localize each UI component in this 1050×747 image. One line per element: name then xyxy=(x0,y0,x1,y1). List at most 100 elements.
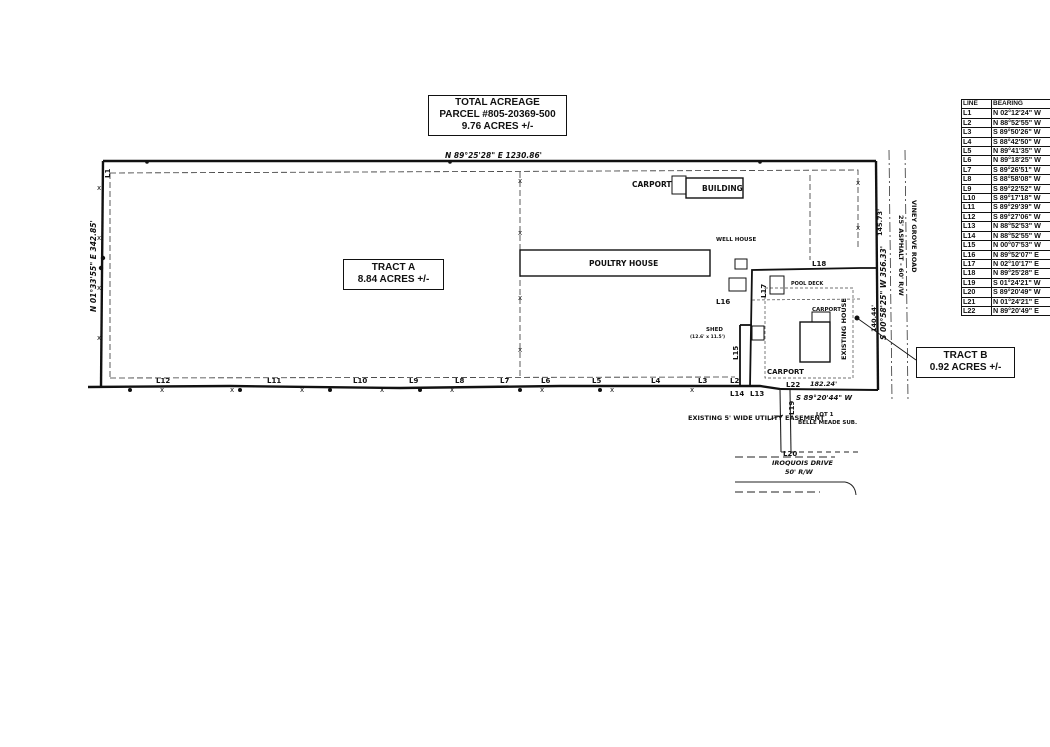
carport-bottom-label: CARPORT xyxy=(767,368,804,376)
svg-text:x: x xyxy=(230,386,234,394)
svg-text:x: x xyxy=(518,346,522,354)
south-boundary-line xyxy=(87,384,781,391)
shed-small xyxy=(751,325,765,341)
pool-deck-label: POOL DECK xyxy=(791,281,824,287)
lot-label: LOT 1 xyxy=(816,412,834,418)
svg-text:x: x xyxy=(97,284,101,292)
line-id-cell: L19 xyxy=(961,277,992,289)
bearing-cell: S 89°29'39" W xyxy=(991,202,1050,213)
line-label-l1: L1 xyxy=(104,169,112,178)
bearing-cell: N 89°20'49" E xyxy=(991,305,1050,317)
pool-structure xyxy=(769,275,785,295)
west-boundary-line xyxy=(99,160,105,388)
tract-a-acres: 8.84 ACRES +/- xyxy=(357,274,430,285)
north-line-label: N 89°25'28" E 1230.86' xyxy=(445,151,542,160)
poultry-house-label: POULTRY HOUSE xyxy=(589,259,658,268)
bearing-cell: N 88°52'55" W xyxy=(991,230,1050,242)
tract-b-interior xyxy=(751,287,861,379)
line-label-l17: L17 xyxy=(760,284,768,298)
easement-label: EXISTING 5' WIDE UTILITY EASEMENT xyxy=(688,414,825,422)
bearing-cell: S 89°26'51" W xyxy=(991,164,1050,176)
line-label-l11: L11 xyxy=(267,377,281,385)
svg-text:x: x xyxy=(380,386,384,394)
road-right-of-way xyxy=(888,149,909,401)
carport-small-label: CARPORT xyxy=(812,307,841,313)
bearing-cell: S 89°50'26" W xyxy=(991,127,1050,138)
line-id-cell: L6 xyxy=(961,155,992,166)
svg-text:x: x xyxy=(97,184,101,192)
easement-lines xyxy=(779,388,860,453)
carport-top-label: CARPORT xyxy=(632,180,672,189)
road-width-label: 25' ASPHALT - 60' R/W xyxy=(897,215,905,296)
line-label-l22: L22 xyxy=(786,381,800,389)
svg-text:x: x xyxy=(690,386,694,394)
line-id-cell: L8 xyxy=(961,174,992,185)
shed-structure xyxy=(728,277,747,292)
bearing-cell: N 02°12'24" W xyxy=(991,108,1050,119)
line-id-cell: L13 xyxy=(961,221,992,232)
line-id-cell: L5 xyxy=(961,146,992,157)
tract-b-name: TRACT B xyxy=(943,350,988,361)
line-id-cell: L9 xyxy=(961,183,992,195)
line-label-l18: L18 xyxy=(812,260,826,268)
svg-text:x: x xyxy=(518,229,522,237)
existing-house xyxy=(799,321,831,363)
line-label-l14: L14 xyxy=(730,390,744,398)
line-id-cell: L10 xyxy=(961,193,992,204)
road-name-label: VINEY GROVE ROAD xyxy=(910,200,918,273)
line-id-cell: L16 xyxy=(961,249,992,260)
line-label-l6: L6 xyxy=(541,377,550,385)
east-line-label: S 00°58'25" W 356.33' xyxy=(879,246,888,340)
tract-b-box: TRACT B 0.92 ACRES +/- xyxy=(916,347,1015,378)
total-acreage-box: TOTAL ACREAGE PARCEL #805-20369-500 9.76… xyxy=(428,95,567,136)
bearing-cell: S 89°20'49" W xyxy=(991,287,1050,298)
total-acreage-title: TOTAL ACREAGE xyxy=(455,97,540,108)
line-label-l3: L3 xyxy=(698,377,707,385)
property-boundary xyxy=(87,159,880,391)
line-label-l8: L8 xyxy=(455,377,464,385)
line-label-l12: L12 xyxy=(156,377,170,385)
south-dist-label: 182.24' xyxy=(810,380,837,388)
building-label: BUILDING xyxy=(702,184,743,193)
line-label-l5: L5 xyxy=(592,377,601,385)
line-label-l16: L16 xyxy=(716,298,730,306)
west-line-label: N 01°33'55" E 342.85' xyxy=(89,220,98,312)
tract-b-boundary xyxy=(739,267,878,388)
line-label-l19: L19 xyxy=(788,401,796,415)
tract-b-acres: 0.92 ACRES +/- xyxy=(929,362,1002,373)
bearing-cell: N 00°07'53" W xyxy=(991,240,1050,251)
tract-a-box: TRACT A 8.84 ACRES +/- xyxy=(343,259,444,290)
bearing-cell: N 89°25'28" E xyxy=(991,268,1050,279)
line-id-cell: L14 xyxy=(961,230,992,242)
south-bearing-label: S 89°20'44" W xyxy=(796,394,852,402)
tract-b-south-line xyxy=(779,388,879,391)
well-house-label: WELL HOUSE xyxy=(716,237,756,243)
line-label-l10: L10 xyxy=(353,377,367,385)
bearing-cell: S 88°58'08" W xyxy=(991,174,1050,185)
line-id-cell: L4 xyxy=(961,136,992,148)
easement-leader xyxy=(767,414,784,421)
line-id-cell: L1 xyxy=(961,108,992,119)
bearing-cell: S 88°42'50" W xyxy=(991,136,1050,148)
bearing-cell: N 89°18'25" W xyxy=(991,155,1050,166)
svg-text:x: x xyxy=(540,386,544,394)
total-acres: 9.76 ACRES +/- xyxy=(461,121,534,132)
dist-145-label: 145.73' xyxy=(876,209,884,236)
line-id-cell: L3 xyxy=(961,127,992,138)
street-rw-label: 50' R/W xyxy=(785,468,814,476)
svg-text:x: x xyxy=(97,334,101,342)
svg-text:x: x xyxy=(97,234,101,242)
well-house xyxy=(734,258,748,270)
svg-text:x: x xyxy=(160,386,164,394)
